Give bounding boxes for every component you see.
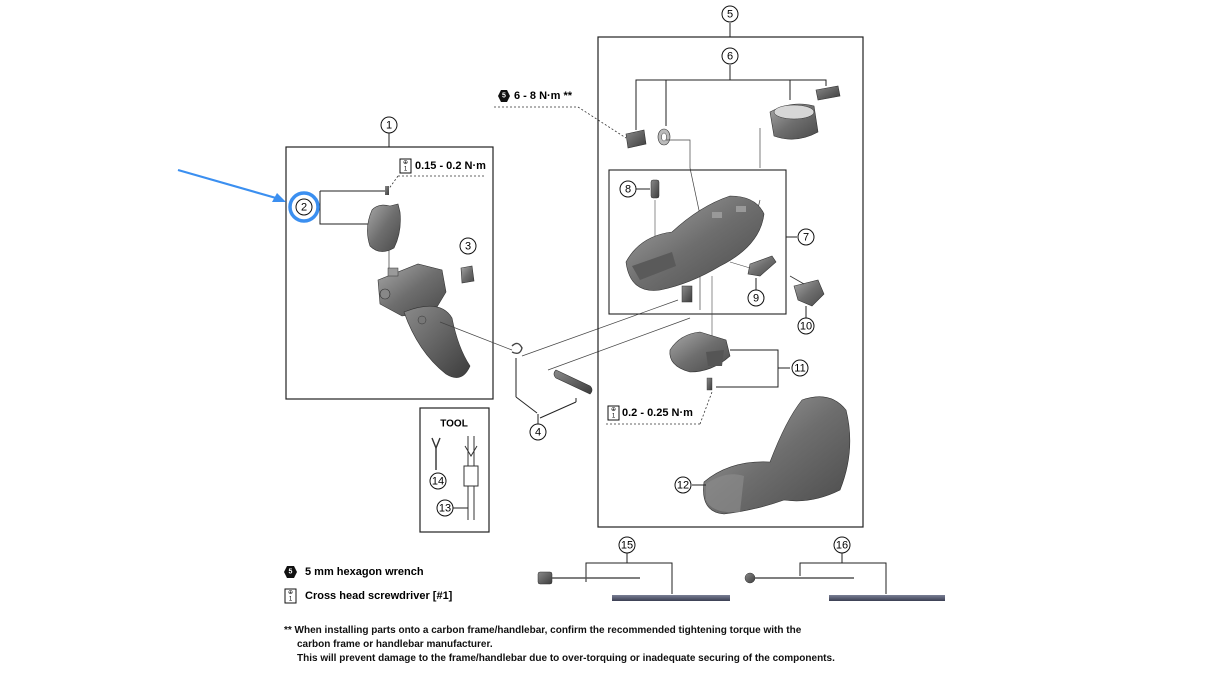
callout-2-highlight <box>288 191 320 223</box>
callout-number: 1 <box>386 120 392 132</box>
part-10 <box>789 275 825 307</box>
part-15-inner-cable <box>537 571 640 585</box>
svg-text:1: 1 <box>289 597 293 603</box>
part-12-hood <box>703 396 851 515</box>
callout-number: 9 <box>753 293 759 305</box>
callout-number: 4 <box>535 427 541 439</box>
torque-label-2: 5 6 - 8 N·m ** <box>494 90 627 139</box>
callout-7: 7 <box>797 228 815 246</box>
torque-value-2: 6 - 8 N·m ** <box>514 90 573 102</box>
part-8-pin <box>650 179 660 199</box>
arrow-pointer-icon <box>177 168 286 202</box>
svg-text:⊕: ⊕ <box>403 160 408 166</box>
svg-text:⊕: ⊕ <box>611 407 616 413</box>
part-1-lever-body <box>377 263 471 378</box>
callout-16: 16 <box>833 536 851 554</box>
part-6-band-clamp <box>769 103 819 140</box>
callout-11: 11 <box>791 359 809 377</box>
callout-number: 5 <box>727 9 733 21</box>
part-9 <box>747 255 777 277</box>
part-4-pin <box>553 369 593 395</box>
part-16-inner-cable <box>744 572 854 584</box>
svg-text:5: 5 <box>289 569 293 576</box>
tool-box <box>419 407 490 533</box>
svg-text:5: 5 <box>502 93 506 100</box>
svg-text:⊕: ⊕ <box>288 590 293 596</box>
tool-13-driver <box>463 436 479 520</box>
cross-screwdriver-icon: ⊕ 1 <box>284 588 297 604</box>
footnote-line-3: This will prevent damage to the frame/ha… <box>297 653 835 664</box>
torque-label-1: ⊕ 1 0.15 - 0.2 N·m <box>387 158 486 191</box>
part-16-outer-casing <box>829 595 945 601</box>
callout-9: 9 <box>747 289 765 307</box>
svg-text:1: 1 <box>612 414 616 420</box>
torque-label-3: ⊕ 1 0.2 - 0.25 N·m <box>606 391 713 425</box>
callout-8: 8 <box>619 180 637 198</box>
group-box-7 <box>608 169 787 315</box>
callout-number: 7 <box>803 232 809 244</box>
callout-2: 2 <box>295 198 313 216</box>
callout-15: 15 <box>618 536 636 554</box>
torque-value-3: 0.2 - 0.25 N·m <box>622 407 693 419</box>
part-6-washer <box>657 128 671 146</box>
callout-number: 16 <box>836 540 848 552</box>
footnote-line-1: ** When installing parts onto a carbon f… <box>284 625 802 636</box>
callout-10: 10 <box>797 317 815 335</box>
footnote: ** When installing parts onto a carbon f… <box>284 624 924 666</box>
hex-wrench-icon: 5 <box>284 566 297 578</box>
torque-value-1: 0.15 - 0.2 N·m <box>415 160 486 172</box>
part-6-screw <box>815 85 841 101</box>
legend-hex-wrench: 5 5 mm hexagon wrench <box>284 566 424 578</box>
cross-screwdriver-icon: ⊕ 1 <box>607 405 620 421</box>
legend-screwdriver: ⊕ 1 Cross head screwdriver [#1] <box>284 588 453 604</box>
callout-number: 6 <box>727 51 733 63</box>
part-15-outer-casing <box>612 595 730 601</box>
part-2-screw <box>385 186 389 195</box>
callout-1: 1 <box>380 116 398 134</box>
tool-title: TOOL <box>440 419 468 430</box>
callout-5: 5 <box>721 5 739 23</box>
callout-number: 11 <box>794 363 805 375</box>
callout-12: 12 <box>674 476 692 494</box>
part-4-clip <box>511 342 523 355</box>
callout-number: 3 <box>465 241 471 253</box>
hex-wrench-icon: 5 <box>498 90 510 102</box>
tool-14-forked <box>431 437 441 470</box>
callout-number: 12 <box>677 480 689 492</box>
callout-number: 14 <box>432 476 444 488</box>
part-7-bracket-body <box>625 195 765 291</box>
svg-text:1: 1 <box>404 167 408 173</box>
part-2-cap <box>367 203 401 252</box>
callout-number: 15 <box>621 540 633 552</box>
legend-screwdriver-label: Cross head screwdriver [#1] <box>305 590 453 602</box>
callout-14: 14 <box>429 472 447 490</box>
part-6-bolt <box>625 129 647 149</box>
callout-6: 6 <box>721 47 739 65</box>
callout-3: 3 <box>459 237 477 255</box>
part-11-screw <box>706 377 713 391</box>
callout-number: 2 <box>301 202 307 214</box>
part-11-cover <box>669 331 731 373</box>
callout-number: 8 <box>625 184 631 196</box>
callout-number: 10 <box>800 321 812 333</box>
callout-13: 13 <box>436 499 454 517</box>
callout-4: 4 <box>529 423 547 441</box>
part-3 <box>460 265 475 284</box>
footnote-line-2: carbon frame or handlebar manufacturer. <box>297 639 493 650</box>
callout-number: 13 <box>439 503 451 515</box>
cross-screwdriver-icon: ⊕ 1 <box>399 158 412 174</box>
legend-hex-label: 5 mm hexagon wrench <box>305 566 424 578</box>
